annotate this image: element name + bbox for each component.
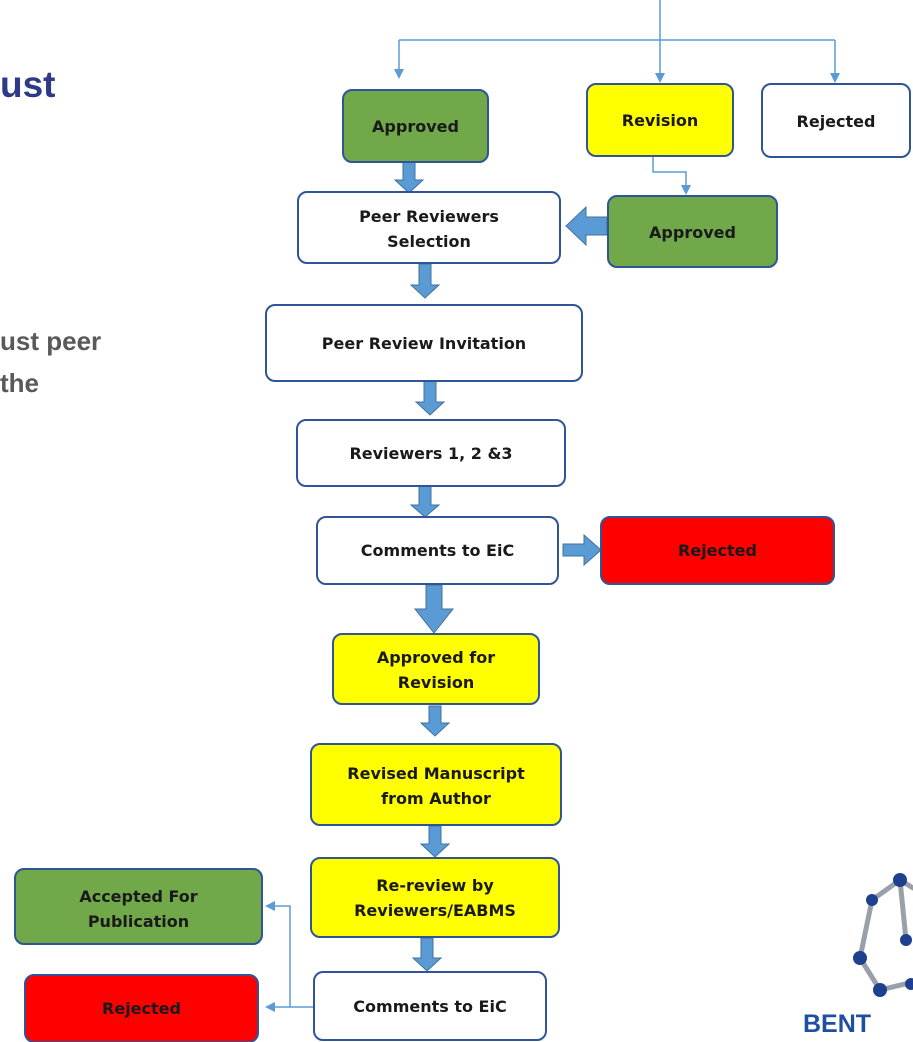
box-label-line2: from Author	[381, 789, 491, 808]
peer-review-invitation-box: Peer Review Invitation	[265, 304, 583, 382]
down-arrow-3	[414, 380, 446, 416]
box-label-line2: Revision	[398, 673, 474, 692]
box-label: Approved	[649, 223, 736, 242]
box-label: Approved	[372, 117, 459, 136]
box-label: Comments to EiC	[361, 541, 514, 560]
box-label-line2: Selection	[387, 232, 471, 251]
revised-manuscript-box: Revised Manuscript from Author	[310, 743, 562, 826]
box-label-line1: Revised Manuscript	[347, 764, 525, 783]
box-label-line1: Accepted For	[79, 887, 197, 906]
comments-to-eic-box-2: Comments to EiC	[313, 971, 547, 1041]
down-arrow-1	[393, 161, 425, 194]
down-arrow-4	[409, 485, 441, 518]
peer-reviewers-selection-box: Peer Reviewers Selection	[297, 191, 561, 264]
box-label: Peer Review Invitation	[322, 334, 526, 353]
box-label: Rejected	[797, 112, 876, 131]
down-arrow-2	[409, 263, 441, 299]
block-arrows	[393, 161, 608, 972]
left-arrow	[565, 205, 608, 247]
down-arrow-8	[411, 937, 443, 972]
box-label-line1: Approved for	[377, 648, 495, 667]
down-arrow-7	[419, 825, 451, 858]
flow-boxes: Approved Revision Rejected Peer Reviewer…	[14, 83, 911, 1042]
thin-connectors	[265, 0, 840, 1012]
reviewers-box: Reviewers 1, 2 &3	[296, 419, 566, 487]
box-label: Revision	[622, 111, 698, 130]
rejected-box-bottom: Rejected	[24, 974, 259, 1042]
box-label: Rejected	[102, 999, 181, 1018]
rejected-box-middle: Rejected	[600, 516, 835, 585]
approved-box-revision: Approved	[607, 195, 778, 268]
body-text-fragment-1: ust peer	[0, 326, 102, 356]
body-text-fragment-2: the	[0, 368, 39, 398]
box-label-line1: Re-review by	[376, 876, 494, 895]
accepted-for-publication-box: Accepted For Publication	[14, 868, 263, 945]
box-label-line2: Reviewers/EABMS	[354, 901, 516, 920]
approved-for-revision-box: Approved for Revision	[332, 633, 540, 705]
re-review-box: Re-review by Reviewers/EABMS	[310, 857, 560, 938]
approved-box-top: Approved	[342, 89, 489, 163]
box-label-line2: Publication	[88, 912, 189, 931]
box-label-line1: Peer Reviewers	[359, 207, 499, 226]
down-arrow-6	[419, 705, 451, 737]
comments-to-eic-box-1: Comments to EiC	[316, 516, 559, 585]
logo-text: BENT	[803, 1010, 871, 1038]
slide-title-fragment: ust	[0, 64, 56, 105]
box-label: Comments to EiC	[353, 997, 506, 1016]
revision-box: Revision	[586, 83, 734, 157]
rejected-box-top: Rejected	[761, 83, 911, 158]
down-arrow-5	[413, 584, 455, 634]
molecule-logo-icon	[853, 873, 913, 997]
right-arrow	[562, 533, 602, 567]
box-label: Rejected	[678, 541, 757, 560]
box-label: Reviewers 1, 2 &3	[349, 444, 512, 463]
